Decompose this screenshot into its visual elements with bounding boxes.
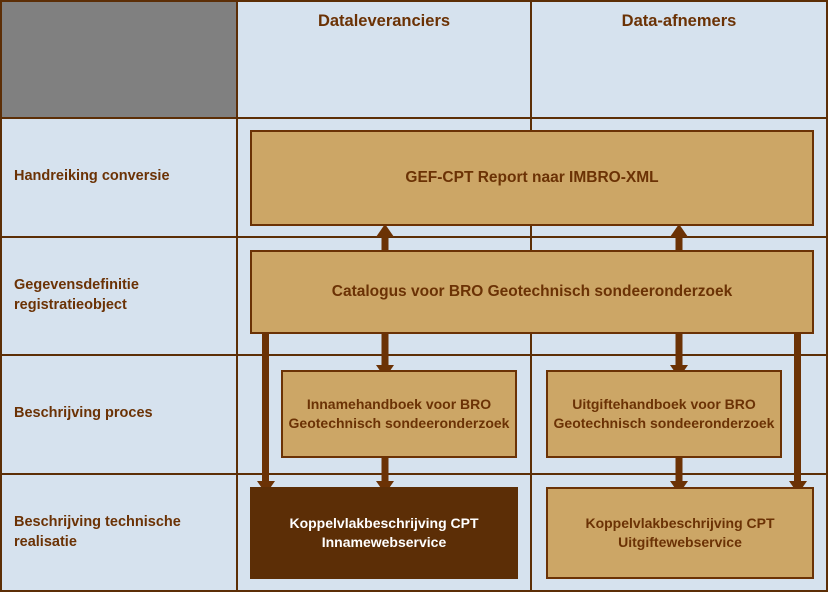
box-label: Innamehandboek voor BRO Geotechnisch son…	[288, 396, 510, 431]
box-label: Catalogus voor BRO Geotechnisch sondeero…	[331, 282, 733, 300]
corner-spacer-cell	[0, 0, 237, 118]
column-header-data-afnemers: Data-afnemers	[532, 0, 826, 118]
grid-hline-2	[0, 236, 828, 238]
grid-hline-3	[0, 354, 828, 356]
grid-hline-4	[0, 473, 828, 475]
arrow-down-catalogus-to-koppelvlak-uitgifte	[789, 330, 807, 494]
box-label: Uitgiftehandboek voor BRO Geotechnisch s…	[553, 396, 775, 431]
row-label-beschrijving-technische-realisatie: Beschrijving technische realisatie	[0, 474, 237, 592]
arrow-down-catalogus-to-koppelvlak-inname	[257, 330, 275, 494]
row-label-gegevensdefinitie: Gegevensdefinitie registratieobject	[0, 237, 237, 354]
box-label: Koppelvlakbeschrijving CPT Innamewebserv…	[289, 515, 479, 550]
row-label-text: Beschrijving proces	[14, 405, 153, 422]
box-label: Koppelvlakbeschrijving CPT Uitgiftewebse…	[585, 515, 775, 550]
grid-vline-right	[826, 0, 828, 592]
column-header-label: Data-afnemers	[621, 12, 737, 30]
arrow-up-catalogus-to-gefcpt-right	[668, 224, 690, 258]
row-label-text: Gegevensdefinitie registratieobject	[14, 276, 139, 313]
grid-vline-left	[0, 0, 2, 592]
box-uitgiftehandboek[interactable]: Uitgiftehandboek voor BRO Geotechnisch s…	[546, 370, 782, 458]
arrow-up-catalogus-to-gefcpt-left	[374, 224, 396, 258]
grid-vline-labels	[236, 0, 238, 592]
box-gef-cpt-report[interactable]: GEF-CPT Report naar IMBRO-XML	[250, 130, 814, 226]
row-label-text: Beschrijving technische realisatie	[14, 514, 181, 550]
column-header-label: Dataleveranciers	[317, 12, 451, 30]
box-koppelvlak-innamewebservice[interactable]: Koppelvlakbeschrijving CPT Innamewebserv…	[250, 487, 518, 579]
box-innamehandboek[interactable]: Innamehandboek voor BRO Geotechnisch son…	[281, 370, 517, 458]
row-label-beschrijving-proces: Beschrijving proces	[0, 355, 237, 473]
column-header-dataleveranciers: Dataleveranciers	[238, 0, 530, 118]
grid-hline-top	[0, 0, 828, 2]
row-label-handreiking-conversie: Handreiking conversie	[0, 118, 237, 236]
row-label-text: Handreiking conversie	[14, 168, 170, 185]
box-label: GEF-CPT Report naar IMBRO-XML	[405, 168, 659, 186]
grid-hline-bottom	[0, 590, 828, 592]
box-koppelvlak-uitgiftewebservice[interactable]: Koppelvlakbeschrijving CPT Uitgiftewebse…	[546, 487, 814, 579]
grid-hline-1	[0, 117, 828, 119]
box-catalogus[interactable]: Catalogus voor BRO Geotechnisch sondeero…	[250, 250, 814, 334]
